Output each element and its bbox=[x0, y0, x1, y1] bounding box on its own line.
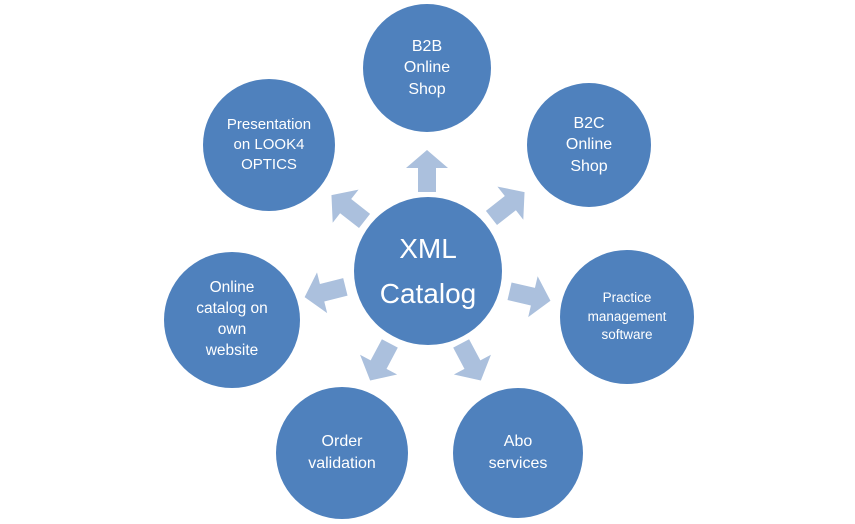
arrow-up-right-icon bbox=[485, 186, 525, 226]
node-xml-catalog-label: XML Catalog bbox=[379, 232, 477, 309]
node-b2c-online-shop-label: B2C Online Shop bbox=[565, 114, 613, 175]
node-order-validation: Order validation bbox=[276, 387, 408, 519]
node-b2b-online-shop-label: B2B Online Shop bbox=[403, 37, 451, 98]
node-xml-catalog: XML Catalog bbox=[354, 197, 502, 345]
node-order-validation-label: Order validation bbox=[308, 433, 376, 472]
node-presentation-look4-optics-label: Presentation on LOOK4 OPTICS bbox=[226, 115, 312, 174]
arrow-down-left-icon bbox=[360, 339, 398, 381]
node-online-catalog-own-website: Online catalog on own website bbox=[164, 252, 300, 388]
arrow-up-icon bbox=[406, 150, 448, 192]
node-online-catalog-own-website-label: Online catalog on own website bbox=[196, 279, 268, 359]
arrow-down-right-icon bbox=[453, 339, 491, 381]
node-b2c-online-shop: B2C Online Shop bbox=[527, 83, 651, 207]
arrow-left-icon bbox=[304, 272, 348, 314]
node-abo-services: Abo services bbox=[453, 388, 583, 518]
node-practice-management-software-label: Practice management software bbox=[587, 289, 667, 343]
node-abo-services-label: Abo services bbox=[488, 433, 548, 472]
node-practice-management-software: Practice management software bbox=[560, 250, 694, 384]
arrow-up-left-icon bbox=[331, 189, 371, 229]
node-presentation-look4-optics: Presentation on LOOK4 OPTICS bbox=[203, 79, 335, 211]
node-b2b-online-shop: B2B Online Shop bbox=[363, 4, 491, 132]
arrow-right-icon bbox=[507, 276, 551, 318]
